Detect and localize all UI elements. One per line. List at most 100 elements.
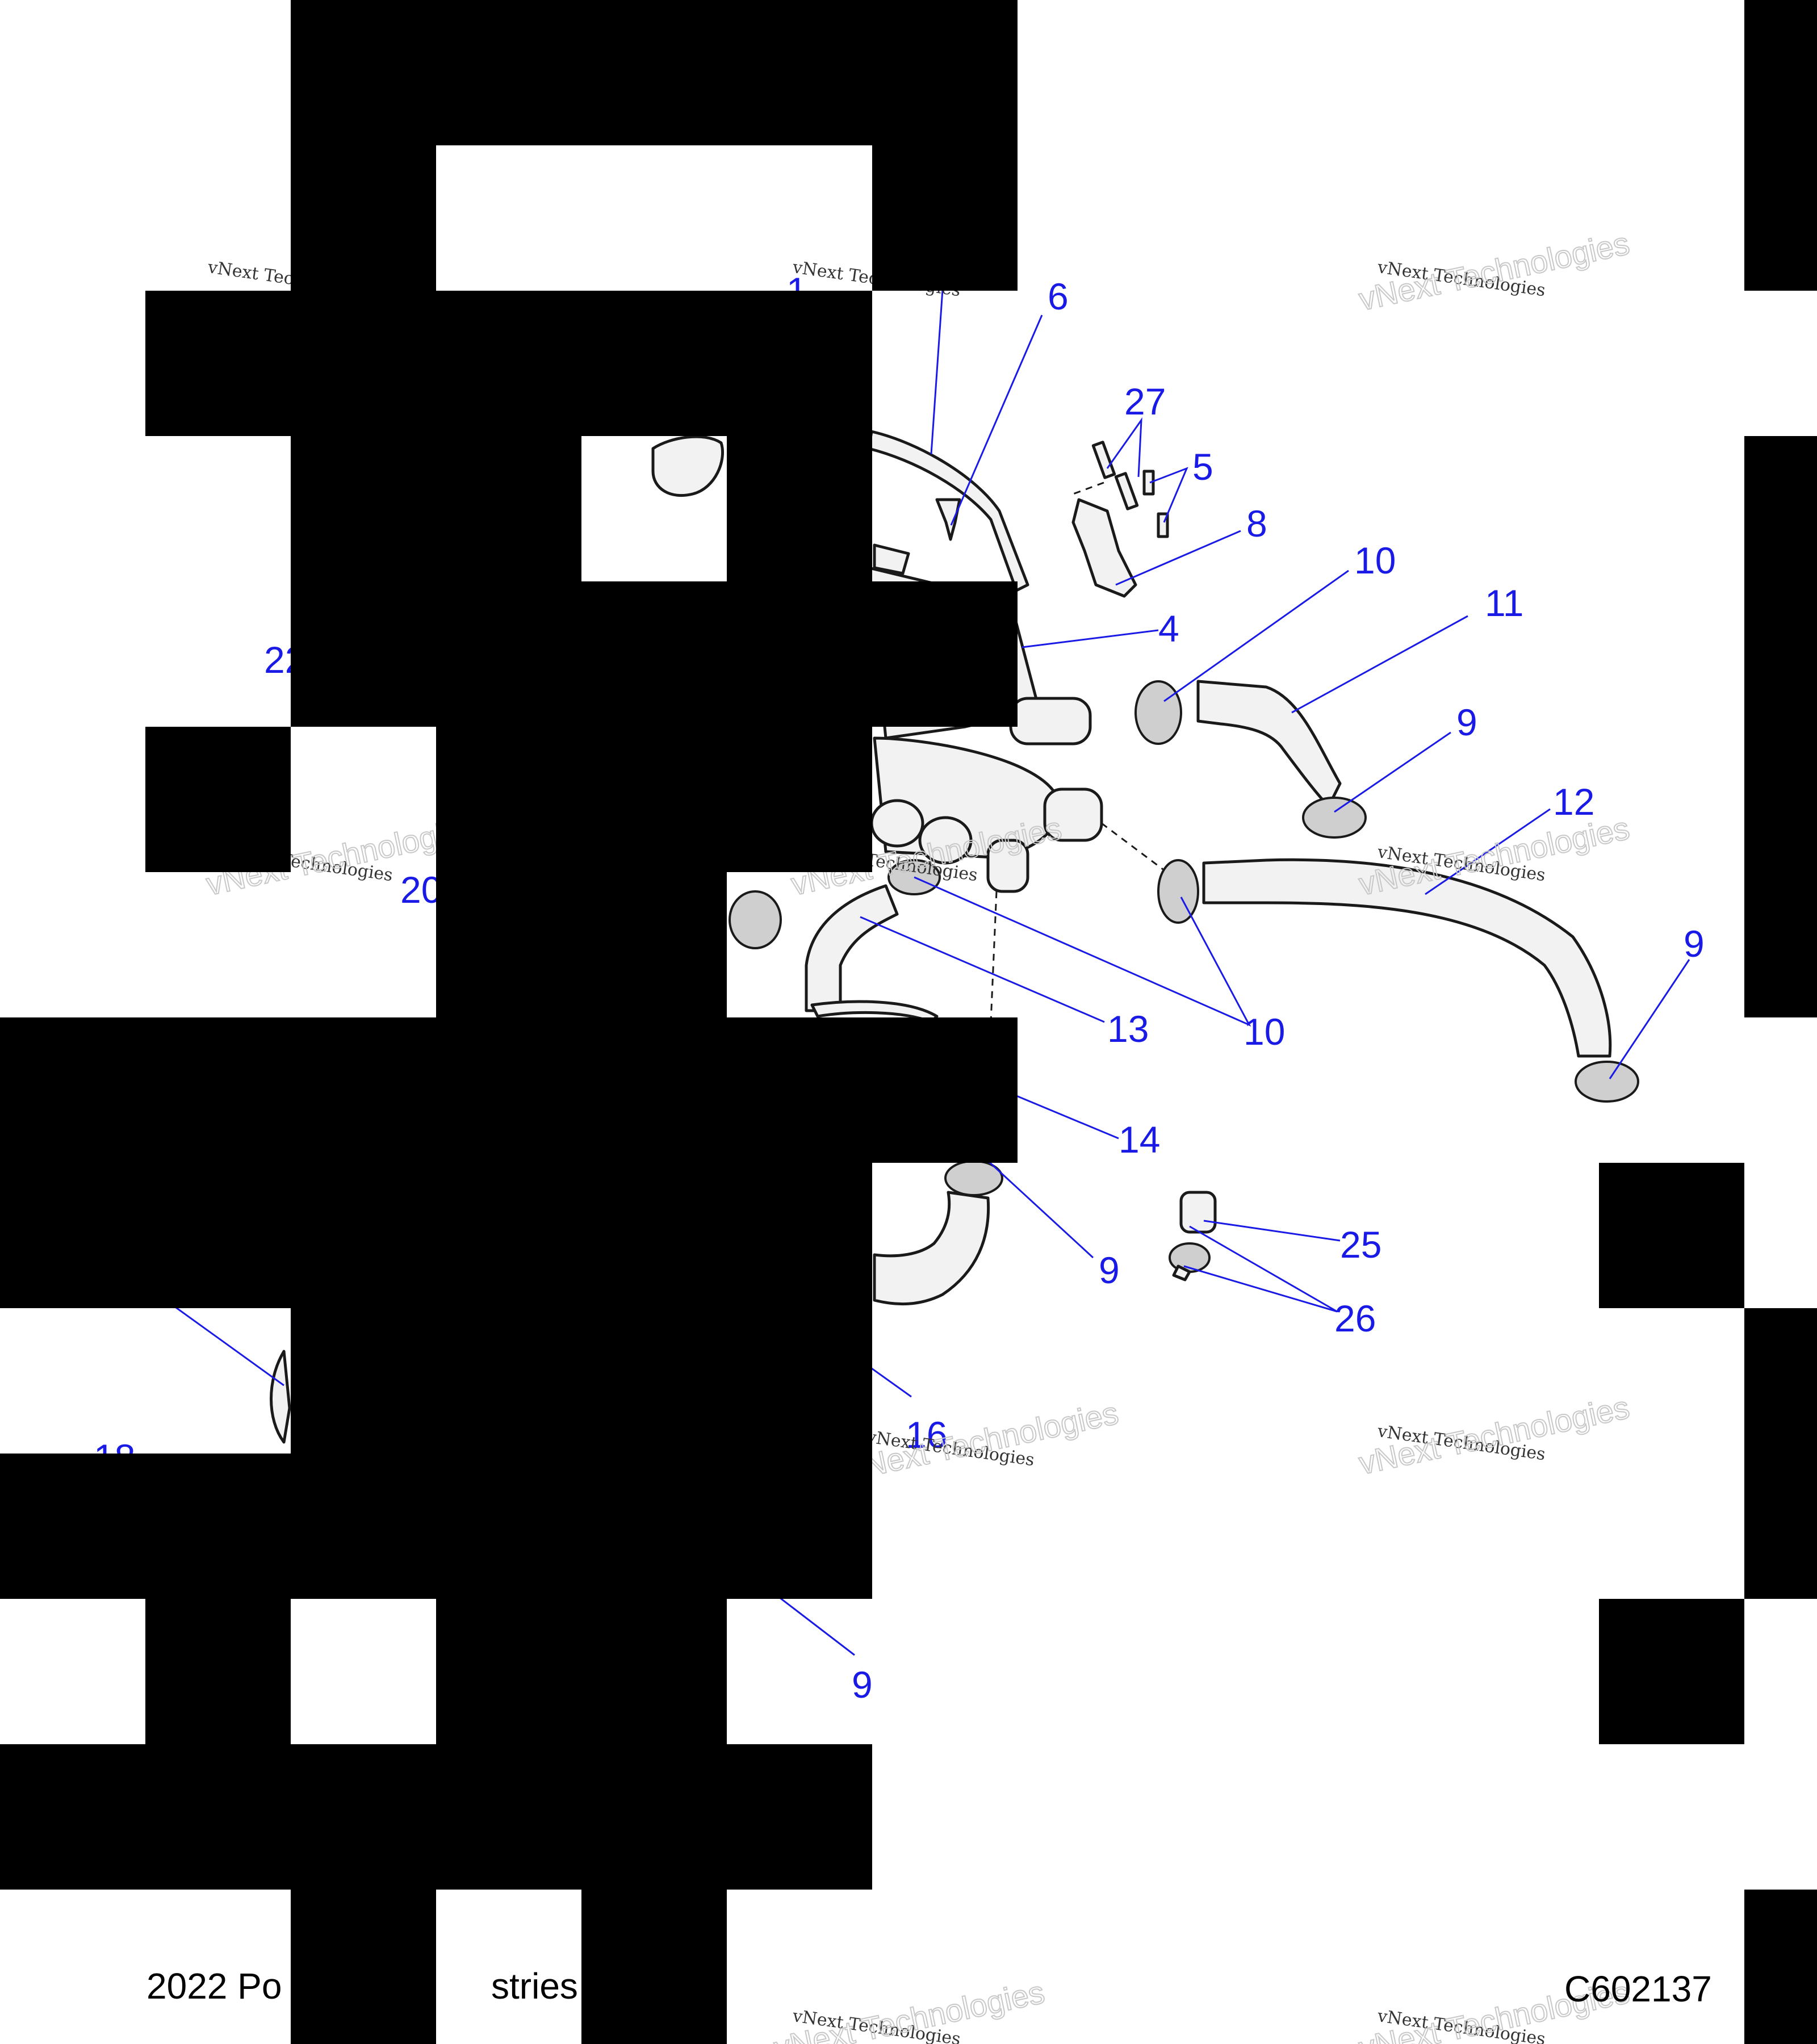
redaction-block [1744, 1308, 1817, 1599]
leader-8 [1115, 530, 1241, 586]
leader-12 [1425, 808, 1551, 895]
redaction-block [1744, 0, 1817, 291]
callout-6: 6 [1048, 275, 1069, 317]
elbow-hose [1196, 680, 1342, 808]
outlet-tube [986, 839, 1029, 893]
assembly-line [990, 891, 998, 1023]
redaction-block [581, 581, 1018, 727]
redaction-block [872, 145, 1018, 291]
redaction-block [145, 291, 872, 436]
clamp-housing [1179, 1191, 1217, 1234]
leader-18 [161, 1296, 284, 1387]
leader-9a [1334, 731, 1451, 813]
callout-16: 16 [906, 1414, 947, 1456]
redaction-block [1744, 1890, 1817, 2044]
watermark: vNext Technologies vNext Technologies [844, 1394, 1122, 1487]
callout-26: 26 [1334, 1297, 1376, 1339]
callout-labels: 6 27 5 8 10 11 4 9 12 9 13 10 14 25 9 26… [94, 270, 1705, 1706]
callout-13: 13 [1107, 1008, 1149, 1050]
outlet-port [918, 816, 973, 865]
redaction-block [291, 1308, 872, 1454]
leader-5 [1149, 467, 1188, 523]
bypass-hose [805, 884, 899, 1012]
redaction-block [1599, 1163, 1744, 1308]
leader-13 [860, 916, 1105, 1023]
lower-left-part [270, 1350, 291, 1444]
push-fitting [935, 498, 961, 541]
leader-10b [914, 876, 1251, 1027]
bracket [1071, 498, 1137, 598]
leader-9b [1609, 959, 1690, 1079]
redaction-block [581, 1890, 727, 2044]
bolt [1114, 472, 1139, 510]
leader-14 [1016, 1095, 1119, 1140]
callout-25: 25 [1340, 1224, 1381, 1266]
lower-hose [873, 1191, 990, 1306]
callout-10-top: 10 [1354, 539, 1396, 581]
hose-clamp [1575, 1061, 1639, 1103]
assembly-line [1073, 481, 1104, 495]
leader-11 [1291, 615, 1468, 714]
leader-10a [1163, 569, 1349, 702]
outlet-port [870, 799, 924, 848]
watermark: vNext Technologies vNext Technologies [771, 1973, 1048, 2044]
clamp-tab [1172, 1264, 1191, 1281]
redaction-block [145, 1599, 291, 1744]
callout-14: 14 [1119, 1119, 1160, 1161]
hose-clamp [729, 890, 782, 949]
watermark: vNext Technologies vNext Technologies [1355, 1388, 1633, 1481]
redaction-block [291, 436, 581, 581]
leader-25 [1203, 1220, 1341, 1242]
redaction-block [291, 1890, 436, 2044]
callout-4: 4 [1158, 608, 1179, 650]
redaction-block [0, 1744, 872, 1890]
leader-4 [1021, 629, 1159, 648]
callout-9-right: 9 [1684, 923, 1705, 965]
redaction-block [291, 581, 581, 727]
callout-9-lower: 9 [852, 1664, 873, 1706]
redaction-block [0, 1454, 872, 1599]
redaction-block [436, 1599, 727, 1744]
screw [1142, 470, 1155, 496]
callout-11: 11 [1485, 582, 1524, 624]
redaction-block [291, 0, 1018, 145]
leader-1 [930, 289, 944, 455]
part-code: C602137 [1564, 1968, 1712, 2009]
leader-6 [950, 315, 1043, 526]
mount-plate [873, 543, 910, 575]
redaction-block [291, 145, 436, 291]
redaction-block [436, 727, 872, 872]
callout-9-upper: 9 [1456, 701, 1477, 743]
leader-9d [769, 1589, 855, 1656]
callout-12: 12 [1553, 781, 1594, 823]
hose-clamp [1157, 859, 1199, 924]
callout-20: 20 [400, 869, 442, 911]
redaction-block [1744, 436, 1817, 1017]
redaction-block [145, 727, 291, 872]
callout-10-middle: 10 [1244, 1011, 1285, 1053]
leader-16 [871, 1367, 912, 1398]
leader-27 [1106, 417, 1142, 478]
leader-26 [1183, 1225, 1338, 1313]
redaction-block [727, 436, 872, 581]
redaction-block [436, 872, 727, 1017]
cap-fitting [651, 435, 725, 497]
copyright-text: 2022 Po [146, 1966, 282, 2007]
hose-clamp [1302, 797, 1367, 839]
bolt [1091, 441, 1116, 479]
callout-8: 8 [1246, 502, 1267, 544]
callout-27: 27 [1124, 380, 1166, 422]
watermark: vNext Technologies vNext Technologies [1355, 224, 1633, 317]
outlet-tube [1043, 788, 1103, 842]
assembly-line [1101, 822, 1170, 876]
hose-clamp [1134, 680, 1182, 745]
long-hose [1202, 858, 1612, 1058]
leader-9c [984, 1157, 1094, 1259]
callout-9-center: 9 [1099, 1249, 1120, 1291]
redaction-block [0, 1017, 1018, 1163]
leader-lines [161, 289, 1690, 1656]
callout-5: 5 [1192, 446, 1213, 488]
